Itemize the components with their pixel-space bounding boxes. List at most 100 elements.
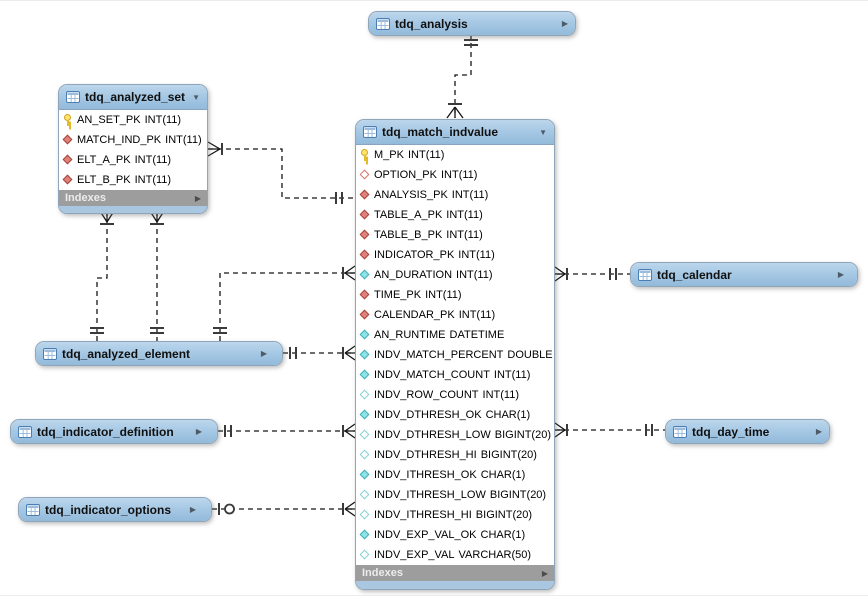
relationship-indicator_options-match_indvalue[interactable]: [212, 501, 356, 517]
table-header[interactable]: tdq_analyzed_set ▼: [59, 85, 207, 110]
column-name: INDICATOR_PK: [374, 249, 455, 261]
table-header[interactable]: tdq_calendar ▶: [631, 263, 857, 286]
relationship-analyzed_set-match_indvalue[interactable]: [207, 141, 355, 204]
expand-arrow-icon[interactable]: ▶: [561, 19, 568, 28]
cardinality-exactly-one-bars-icon[interactable]: [609, 268, 617, 280]
indexes-footer[interactable]: Indexes ▶: [356, 565, 554, 581]
relationship-match_indvalue-analyzed_element[interactable]: [213, 265, 356, 341]
crows-foot-icon[interactable]: [554, 422, 566, 438]
cardinality-exactly-one-bars-icon[interactable]: [213, 327, 227, 334]
table-tdq-analysis[interactable]: tdq_analysis ▶: [368, 11, 576, 36]
indexes-label: Indexes: [362, 567, 403, 579]
table-header[interactable]: tdq_analyzed_element ▶: [36, 342, 282, 365]
expand-arrow-icon[interactable]: ▶: [815, 427, 822, 436]
relationship-indicator_definition-match_indvalue[interactable]: [218, 423, 356, 439]
table-tdq-indicator-options[interactable]: tdq_indicator_options ▶: [18, 497, 212, 522]
cardinality-exactly-one-bars-icon[interactable]: [150, 327, 164, 334]
column-not-null-icon: [359, 369, 371, 381]
column-name: INDV_ROW_COUNT: [374, 389, 479, 401]
table-header[interactable]: tdq_match_indvalue ▼: [356, 120, 554, 145]
relationship-match_indvalue-day_time[interactable]: [554, 422, 665, 438]
connector-line[interactable]: [96, 211, 108, 341]
table-tdq-analyzed-element[interactable]: tdq_analyzed_element ▶: [35, 341, 283, 366]
relationship-analysis-match_indvalue[interactable]: [446, 34, 478, 119]
cardinality-exactly-one-bars-icon[interactable]: [224, 425, 232, 437]
expand-arrow-icon[interactable]: ▶: [541, 568, 548, 578]
collapse-arrow-icon[interactable]: ▼: [539, 127, 547, 137]
column-nullable-icon: [359, 429, 371, 441]
table-tdq-indicator-definition[interactable]: tdq_indicator_definition ▶: [10, 419, 218, 444]
crows-foot-icon[interactable]: [446, 106, 464, 119]
column-name: ANALYSIS_PK: [374, 189, 448, 201]
cardinality-exactly-one-bars-icon[interactable]: [335, 192, 343, 204]
cardinality-zero-circle-icon[interactable]: [224, 503, 235, 515]
collapse-arrow-icon[interactable]: ▼: [192, 92, 200, 102]
crows-foot-icon[interactable]: [344, 423, 356, 439]
relationship-analyzed_set-analyzed_element-b[interactable]: [149, 210, 165, 341]
crows-foot-icon[interactable]: [344, 501, 356, 517]
table-tdq-calendar[interactable]: tdq_calendar ▶: [630, 262, 858, 287]
crows-foot-icon[interactable]: [554, 266, 566, 282]
expand-arrow-icon[interactable]: ▶: [260, 349, 267, 358]
fk-not-null-icon: [359, 249, 371, 261]
indexes-footer[interactable]: Indexes ▶: [59, 190, 207, 206]
relationship-match_indvalue-calendar[interactable]: [554, 266, 630, 282]
crows-foot-icon[interactable]: [344, 345, 356, 361]
table-tdq-day-time[interactable]: tdq_day_time ▶: [665, 419, 830, 444]
table-header[interactable]: tdq_day_time ▶: [666, 420, 829, 443]
column-name: TABLE_A_PK: [374, 209, 443, 221]
column-type: BIGINT(20): [489, 489, 547, 501]
table-header[interactable]: tdq_indicator_options ▶: [19, 498, 211, 521]
column-name: INDV_DTHRESH_OK: [374, 409, 482, 421]
expand-arrow-icon[interactable]: ▶: [194, 193, 201, 203]
cardinality-exactly-one-bars-icon[interactable]: [90, 327, 104, 334]
relationship-analyzed_set-analyzed_element-a[interactable]: [90, 210, 115, 341]
relationship-analyzed_element-match_indvalue[interactable]: [283, 345, 356, 361]
connector-line[interactable]: [208, 148, 355, 199]
column-name: ELT_A_PK: [77, 154, 131, 166]
expand-arrow-icon[interactable]: ▶: [195, 427, 202, 436]
table-header[interactable]: tdq_indicator_definition ▶: [11, 420, 217, 443]
column-name: INDV_DTHRESH_LOW: [374, 429, 491, 441]
table-title: tdq_day_time: [692, 424, 770, 439]
cardinality-exactly-one-bars-icon[interactable]: [464, 39, 478, 46]
fk-not-null-icon: [62, 154, 74, 166]
connector-line[interactable]: [219, 272, 355, 341]
expand-arrow-icon[interactable]: ▶: [189, 505, 196, 514]
connector-line[interactable]: [454, 34, 472, 118]
expand-arrow-icon[interactable]: ▶: [837, 270, 844, 279]
crows-foot-icon[interactable]: [344, 265, 356, 281]
crows-foot-icon[interactable]: [207, 141, 221, 157]
table-header[interactable]: tdq_analysis ▶: [369, 12, 575, 35]
cardinality-exactly-one-bars-icon[interactable]: [645, 424, 653, 436]
cardinality-exactly-one-bars-icon[interactable]: [289, 347, 297, 359]
